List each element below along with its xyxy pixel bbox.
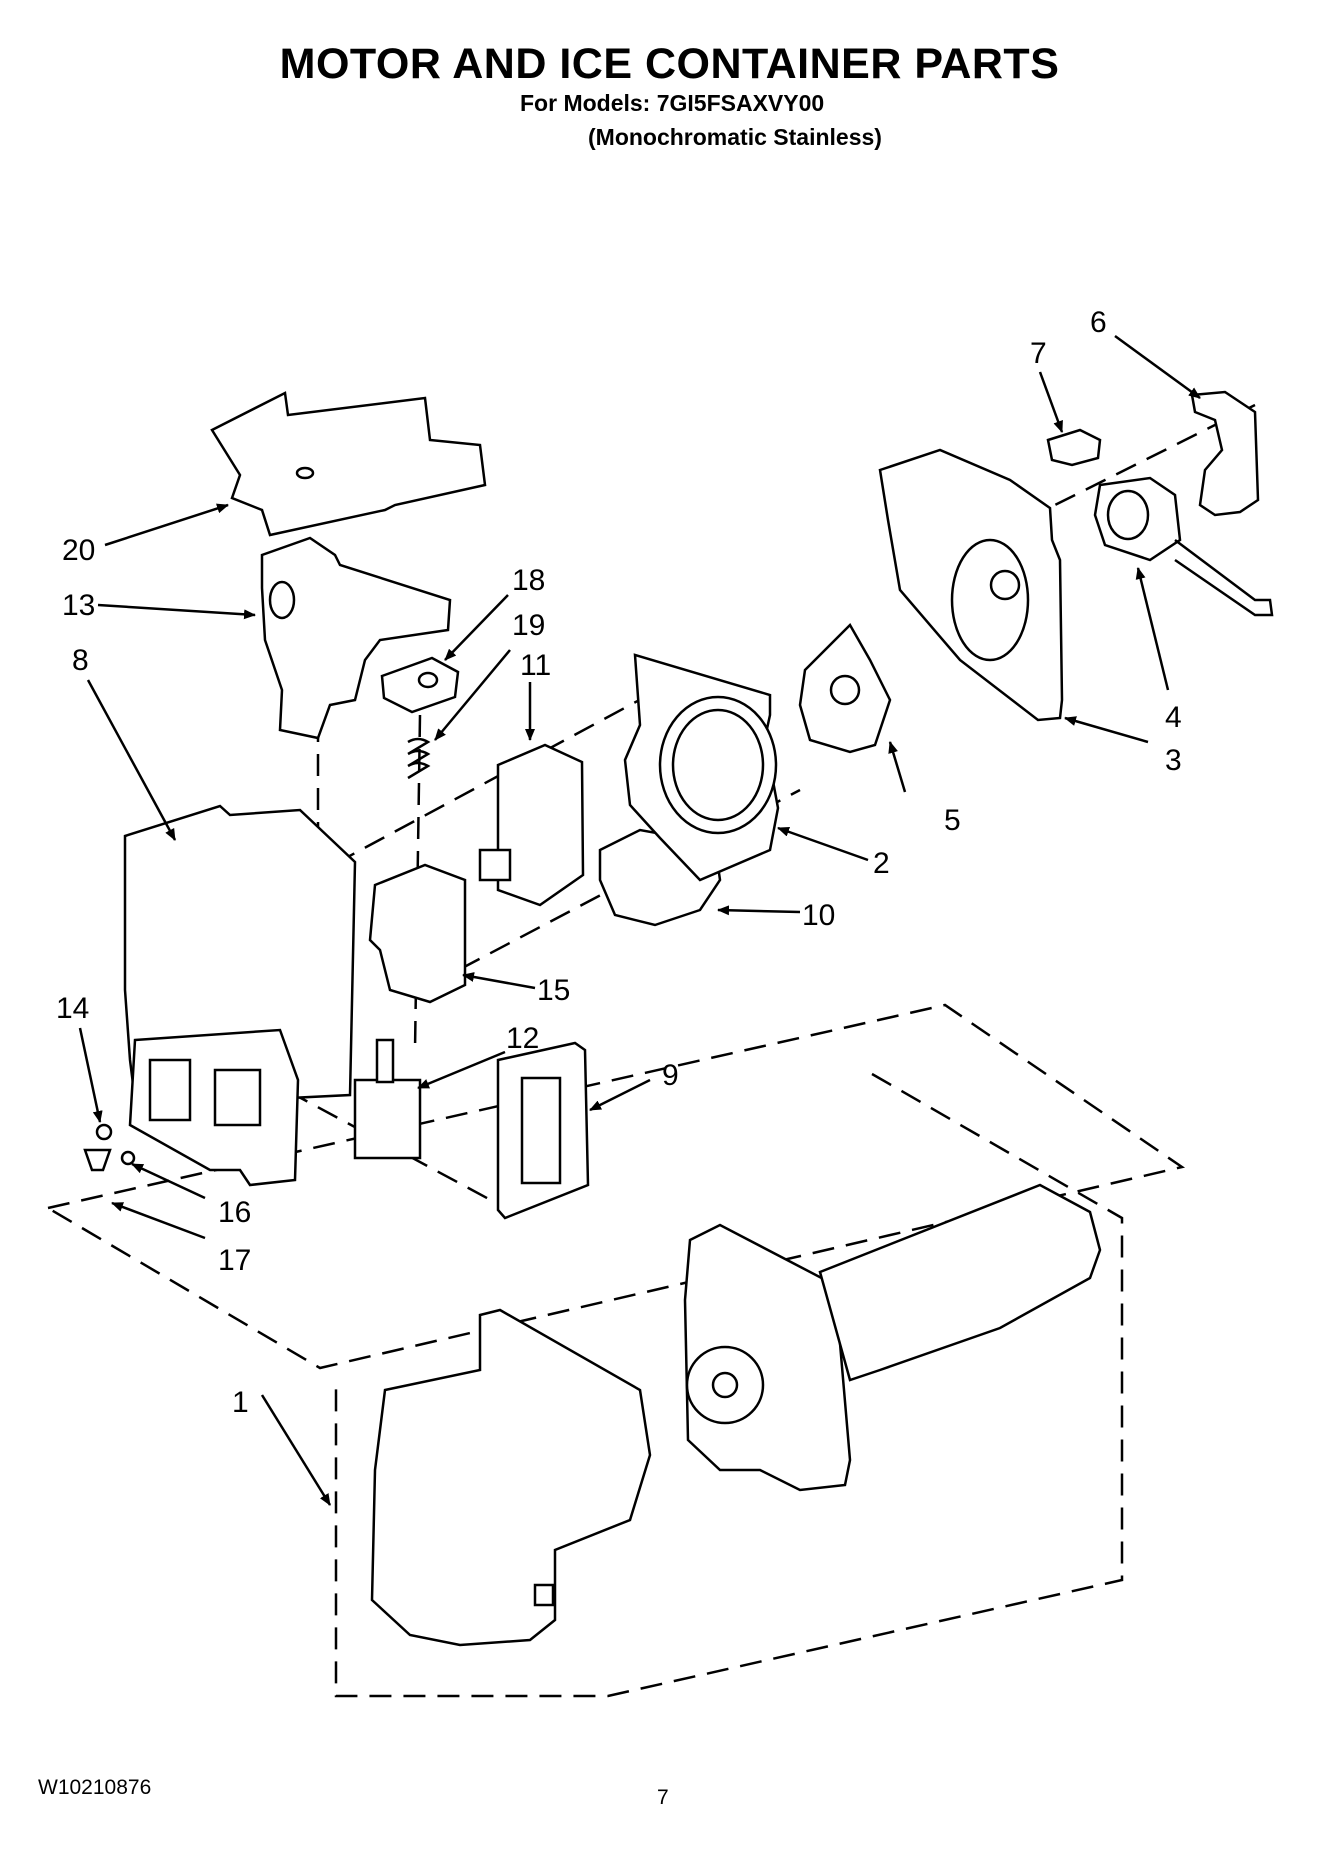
- part-housing-slot: [148, 1058, 192, 1122]
- part-insulation-sheet: [210, 391, 487, 537]
- part-cover-latch: [533, 1583, 555, 1607]
- part-bracket-hole: [417, 671, 439, 689]
- document-number: W10210876: [38, 1776, 152, 1799]
- arrow-6: [1114, 334, 1201, 400]
- arrow-13: [97, 603, 256, 620]
- callout-16: 16: [218, 1196, 251, 1229]
- part-nut: [83, 1148, 112, 1172]
- part-solenoid-plunger: [375, 1038, 395, 1084]
- arrow-14: [78, 1027, 103, 1123]
- part-motor-wire: [1174, 539, 1274, 617]
- arrow-16: [131, 1162, 206, 1200]
- arrow-17: [111, 1201, 206, 1240]
- lower-tray-outline: [334, 1072, 1124, 1698]
- part-shroud-ring-inner: [671, 708, 765, 822]
- leader-arrows: [78, 334, 1201, 1506]
- page-title: MOTOR AND ICE CONTAINER PARTS: [279, 40, 1060, 88]
- upper-tray-outline: [44, 1003, 1186, 1370]
- callout-5: 5: [944, 804, 961, 837]
- arrow-19: [434, 649, 511, 741]
- part-sheet-hole: [295, 466, 315, 480]
- callout-1: 1: [232, 1386, 249, 1419]
- callout-3: 3: [1165, 744, 1182, 777]
- callout-11: 11: [520, 649, 551, 682]
- callout-7: 7: [1030, 337, 1047, 370]
- page-number: 7: [657, 1786, 669, 1809]
- part-motor-bracket: [1190, 390, 1260, 517]
- part-housing-slot-2: [213, 1068, 262, 1127]
- part-cover-opening: [520, 1076, 562, 1185]
- parts: [83, 390, 1274, 1647]
- part-dispenser-housing: [123, 804, 357, 1104]
- part-housing-hub: [989, 569, 1021, 601]
- part-switch-connector: [478, 848, 512, 882]
- arrow-15: [462, 972, 536, 990]
- part-duct: [260, 536, 452, 740]
- models-line: For Models: 7GI5FSAXVY00: [520, 90, 825, 116]
- part-switch-housing: [496, 743, 585, 907]
- part-fan-hub: [829, 674, 861, 706]
- callout-18: 18: [512, 564, 545, 597]
- callout-12: 12: [506, 1022, 539, 1055]
- part-washer: [120, 1150, 136, 1166]
- callout-20: 20: [62, 534, 95, 567]
- arrow-7: [1038, 371, 1064, 433]
- callout-9: 9: [662, 1059, 679, 1092]
- part-front-cover: [370, 1308, 652, 1647]
- callout-4: 4: [1165, 701, 1182, 734]
- variant-line: (Monochromatic Stainless): [588, 124, 882, 150]
- callout-labels: 20 13 8 18 19 11 2 10 15 12 9 14 16 17 5…: [56, 306, 1182, 1419]
- part-ice-bucket-body: [818, 1183, 1102, 1382]
- part-housing-ring: [950, 538, 1030, 662]
- callout-6: 6: [1090, 306, 1107, 339]
- callout-14: 14: [56, 992, 89, 1025]
- part-motor-clip: [1046, 428, 1102, 467]
- part-drive-hub: [711, 1371, 739, 1399]
- arrow-9: [589, 1078, 651, 1112]
- arrow-5: [888, 741, 907, 793]
- callout-8: 8: [72, 644, 89, 677]
- part-duct-opening: [268, 580, 296, 620]
- arrow-2: [777, 826, 869, 862]
- callout-17: 17: [218, 1244, 251, 1277]
- arrow-20: [104, 503, 229, 547]
- arrow-10: [717, 905, 801, 916]
- callout-13: 13: [62, 589, 95, 622]
- part-motor-face: [1106, 489, 1150, 541]
- arrow-8: [86, 679, 177, 841]
- arrow-1: [260, 1394, 332, 1506]
- arrow-3: [1064, 716, 1149, 744]
- arrow-4: [1135, 567, 1170, 691]
- part-solenoid: [353, 1078, 422, 1160]
- part-spring: [407, 737, 431, 780]
- callout-10: 10: [802, 899, 835, 932]
- callout-19: 19: [512, 609, 545, 642]
- arrow-18: [444, 594, 509, 661]
- arrow-12: [417, 1050, 506, 1090]
- part-actuator-bracket: [368, 863, 467, 1004]
- part-screw: [95, 1123, 113, 1141]
- callout-2: 2: [873, 847, 890, 880]
- callout-15: 15: [537, 974, 570, 1007]
